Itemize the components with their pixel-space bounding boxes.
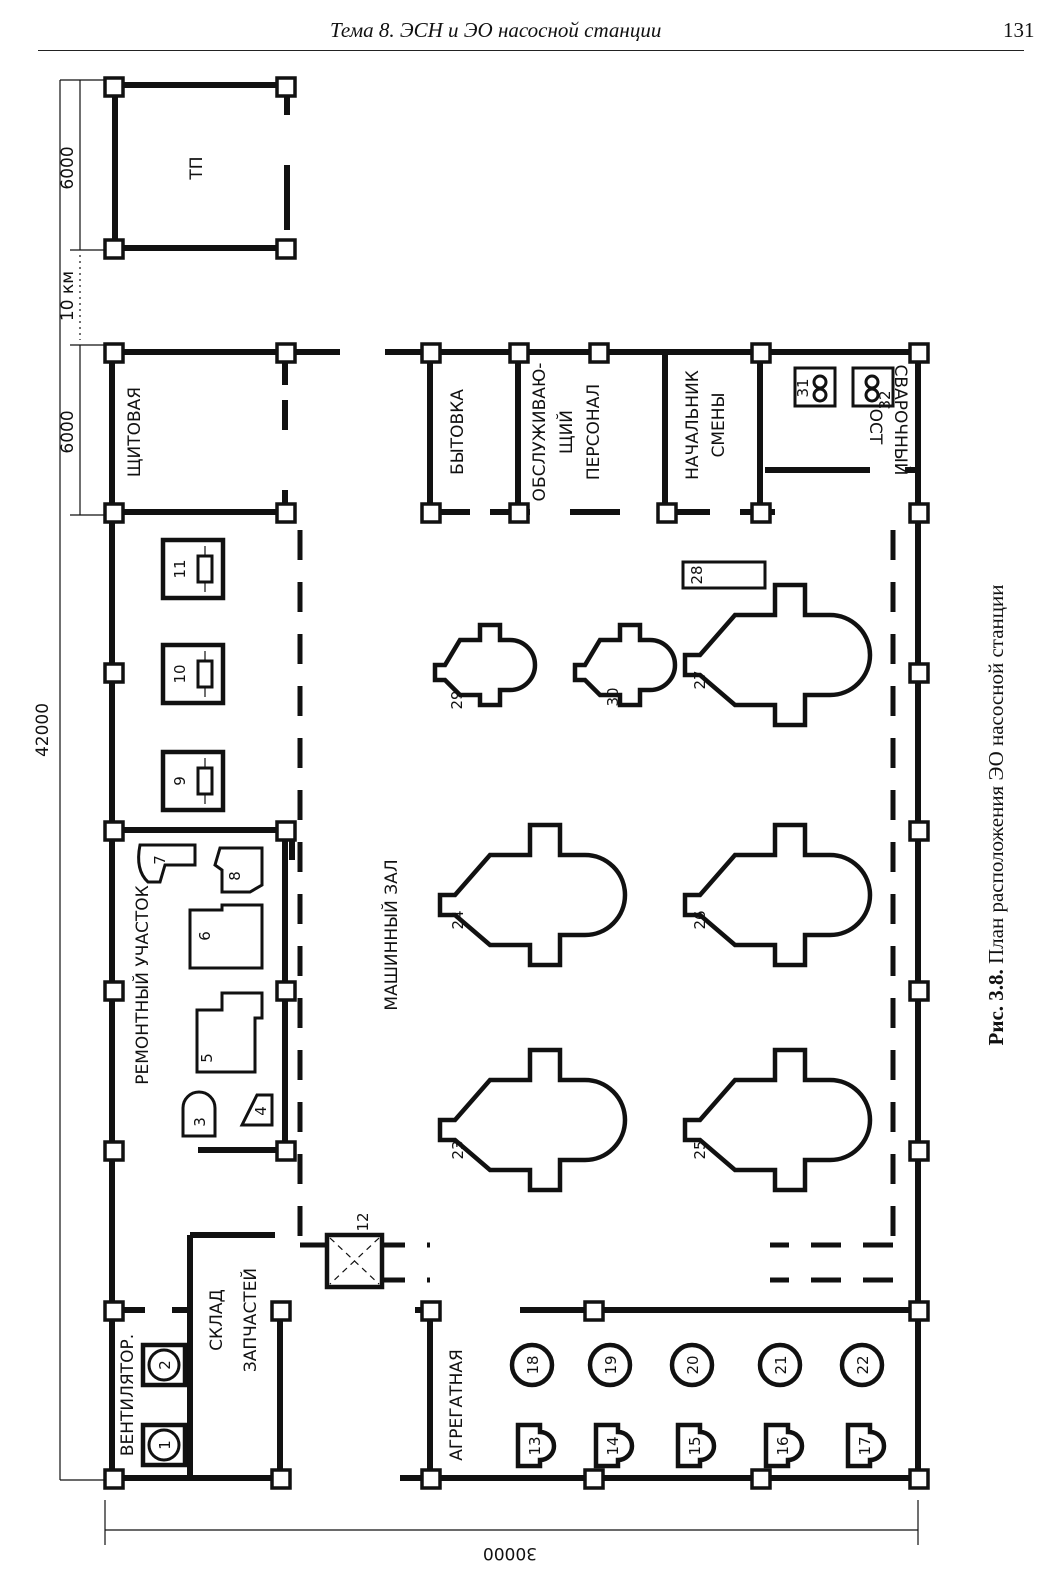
- label-30: 30: [604, 687, 622, 706]
- equip-5: [195, 991, 264, 1074]
- label-22: 22: [854, 1355, 872, 1374]
- label-5: 5: [198, 1053, 216, 1063]
- label-18: 18: [524, 1355, 542, 1374]
- label-23: 23: [449, 1140, 467, 1159]
- pumps-row-circles: [509, 1342, 885, 1388]
- dim-10km: 10 км: [58, 271, 78, 321]
- label-7: 7: [151, 855, 169, 865]
- label-12: 12: [354, 1212, 372, 1231]
- label-8: 8: [226, 871, 244, 881]
- outer-walls: [109, 349, 921, 1481]
- machine-24: [440, 825, 625, 965]
- room-chief-label-2: СМЕНЫ: [709, 392, 729, 457]
- dim-30000: 30000: [483, 1543, 537, 1563]
- label-32: 32: [876, 390, 894, 409]
- room-tp-label: ТП: [187, 156, 207, 180]
- machine-26: [685, 825, 870, 965]
- machine-30: [575, 625, 675, 705]
- label-28: 28: [688, 565, 706, 584]
- label-19: 19: [602, 1355, 620, 1374]
- label-11: 11: [171, 559, 189, 578]
- header-rule: [38, 50, 1024, 51]
- equip-8: [213, 846, 264, 894]
- room-store-label-2: ЗАПЧАСТЕЙ: [239, 1268, 261, 1372]
- ventilator-2: [140, 1342, 188, 1388]
- equip-4: [239, 1093, 274, 1127]
- panel-10: [160, 642, 226, 706]
- machine-23: [440, 1050, 625, 1190]
- label-16: 16: [774, 1436, 792, 1455]
- label-4: 4: [252, 1106, 270, 1116]
- equip-12: [324, 1232, 385, 1290]
- room-weld-label-2: ПОСТ: [865, 396, 885, 445]
- caption-bold: Рис. 3.8.: [984, 969, 1008, 1045]
- room-staff-label-1: ОБСЛУЖИВАЮ-: [530, 363, 550, 502]
- room-aggr-label: АГРЕГАТНАЯ: [447, 1349, 467, 1461]
- dim-42000: 42000: [33, 703, 53, 757]
- panel-11: [160, 537, 226, 601]
- dim-shield-6000: 6000: [58, 410, 78, 453]
- ventilator-1: [140, 1422, 188, 1468]
- equip-3: [181, 1090, 217, 1138]
- label-21: 21: [772, 1355, 790, 1374]
- room-store-label-1: СКЛАД: [207, 1289, 227, 1351]
- room-byt-label: БЫТОВКА: [448, 389, 468, 475]
- store-room-walls: [112, 1232, 283, 1478]
- room-weld-label-1: СВАРОЧНЫЙ: [890, 365, 912, 476]
- room-staff-label-3: ПЕРСОНАЛ: [584, 384, 604, 480]
- welding-post-31: [793, 366, 837, 408]
- label-1: 1: [156, 1440, 174, 1450]
- machine-27: [685, 585, 870, 725]
- welding-post-32: [851, 366, 895, 408]
- running-header-title: Тема 8. ЭСН и ЭО насосной станции: [330, 18, 662, 42]
- tp-building: [112, 82, 290, 251]
- room-staff-label-2: ЩИЙ: [555, 410, 577, 454]
- label-29: 29: [448, 690, 466, 709]
- label-13: 13: [526, 1436, 544, 1455]
- equip-7: [137, 843, 197, 884]
- label-25: 25: [691, 1140, 709, 1159]
- room-repair-label: РЕМОНТНЫЙ УЧАСТОК: [131, 885, 153, 1084]
- equip-28: [681, 560, 767, 590]
- label-6: 6: [196, 931, 214, 941]
- label-3: 3: [191, 1117, 209, 1127]
- label-2: 2: [156, 1360, 174, 1370]
- panel-9: [160, 749, 226, 813]
- columns: [103, 76, 930, 1490]
- caption-text: План расположения ЭО насосной станции: [984, 585, 1008, 970]
- dim-tp-6000: 6000: [58, 146, 78, 189]
- equip-6: [188, 903, 264, 970]
- room-hall-label: МАШИННЫЙ ЗАЛ: [380, 859, 402, 1010]
- page-number: 131: [1003, 18, 1035, 42]
- label-17: 17: [856, 1436, 874, 1455]
- label-20: 20: [684, 1355, 702, 1374]
- label-14: 14: [604, 1436, 622, 1455]
- label-31: 31: [794, 378, 812, 397]
- machine-25: [685, 1050, 870, 1190]
- label-9: 9: [171, 776, 189, 786]
- label-27: 27: [691, 670, 709, 689]
- room-chief-label-1: НАЧАЛЬНИК: [683, 370, 703, 480]
- room-vent-label: ВЕНТИЛЯТОР.: [118, 1334, 138, 1456]
- room-shield-label: ЩИТОВАЯ: [125, 387, 145, 477]
- aggregate-room-walls: [415, 1307, 918, 1478]
- dimension-lines: [59, 79, 919, 1545]
- pumps-row-motors: [515, 1422, 887, 1469]
- figure-caption: Рис. 3.8. План расположения ЭО насосной …: [984, 585, 1008, 1046]
- label-10: 10: [171, 664, 189, 683]
- service-room-walls: [427, 352, 918, 515]
- dashed-zones: [297, 530, 896, 1283]
- label-15: 15: [686, 1436, 704, 1455]
- label-26: 26: [691, 910, 709, 929]
- label-24: 24: [449, 910, 467, 929]
